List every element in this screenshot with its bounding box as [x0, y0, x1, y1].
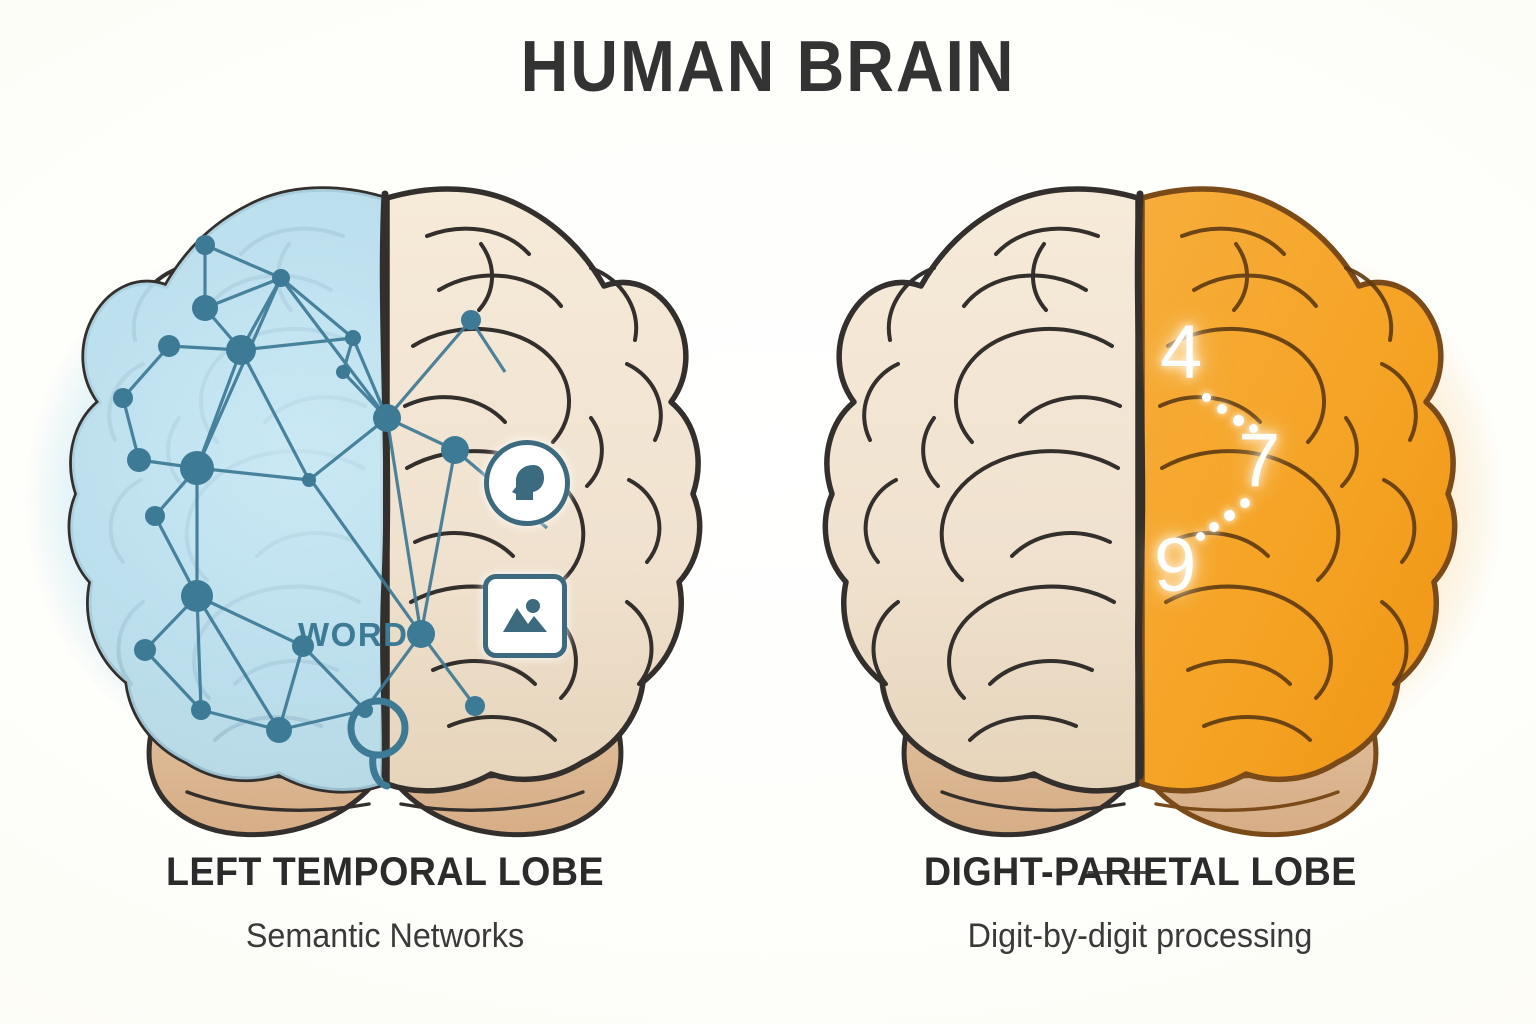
caption-subtitle-left: Semantic Networks [245, 917, 525, 955]
dot-trail-7-to-9 [1194, 498, 1250, 546]
right-hemisphere-highlighted [1139, 186, 1458, 794]
ring-node-glyph [347, 697, 409, 790]
brain-diagram-right-svg [822, 186, 1505, 838]
digit-7: 7 [1238, 418, 1281, 503]
digit-9: 9 [1154, 523, 1197, 608]
network-nodes [113, 235, 485, 743]
panel-left-temporal-lobe: WORD LEFT TEMPORAL L [25, 150, 735, 955]
dot-trail-4-to-7 [1202, 393, 1262, 441]
longitudinal-fissure [379, 190, 391, 780]
caption-title-right-text: DIGHT-PARIETAL LOBE [923, 850, 1357, 894]
picture-icon [503, 599, 547, 632]
badge-square-frame [483, 574, 567, 658]
caption-right: DIGHT-PARIETAL LOBE Digit-by-digit proce… [790, 850, 1490, 956]
badge-circle-frame [484, 440, 570, 526]
picture-badge[interactable] [483, 574, 567, 658]
caption-subtitle-right: Digit-by-digit processing [967, 917, 1313, 955]
brain-illustration-right: 4 7 9 [790, 150, 1505, 838]
caption-title-left: LEFT TEMPORAL LOBE [165, 850, 605, 894]
brain-illustration-left: WORD [25, 150, 735, 838]
caption-title-right: DIGHT-PARIETAL LOBE [924, 850, 1357, 895]
caption-left: LEFT TEMPORAL LOBE Semantic Networks [35, 850, 735, 956]
digit-4: 4 [1160, 310, 1203, 395]
left-hemisphere-right-panel [822, 186, 1141, 794]
panel-right-parietal-lobe: 4 7 9 DIGHT-PARIETAL LOBE Digit-by-dig [790, 150, 1505, 955]
page-title: HUMAN BRAIN [520, 27, 1016, 107]
head-profile-badge[interactable] [484, 440, 570, 526]
head-profile-icon [512, 465, 544, 500]
longitudinal-fissure-right [1134, 190, 1146, 780]
semantic-network-overlay: WORD [113, 235, 549, 790]
word-label: WORD [298, 616, 408, 653]
